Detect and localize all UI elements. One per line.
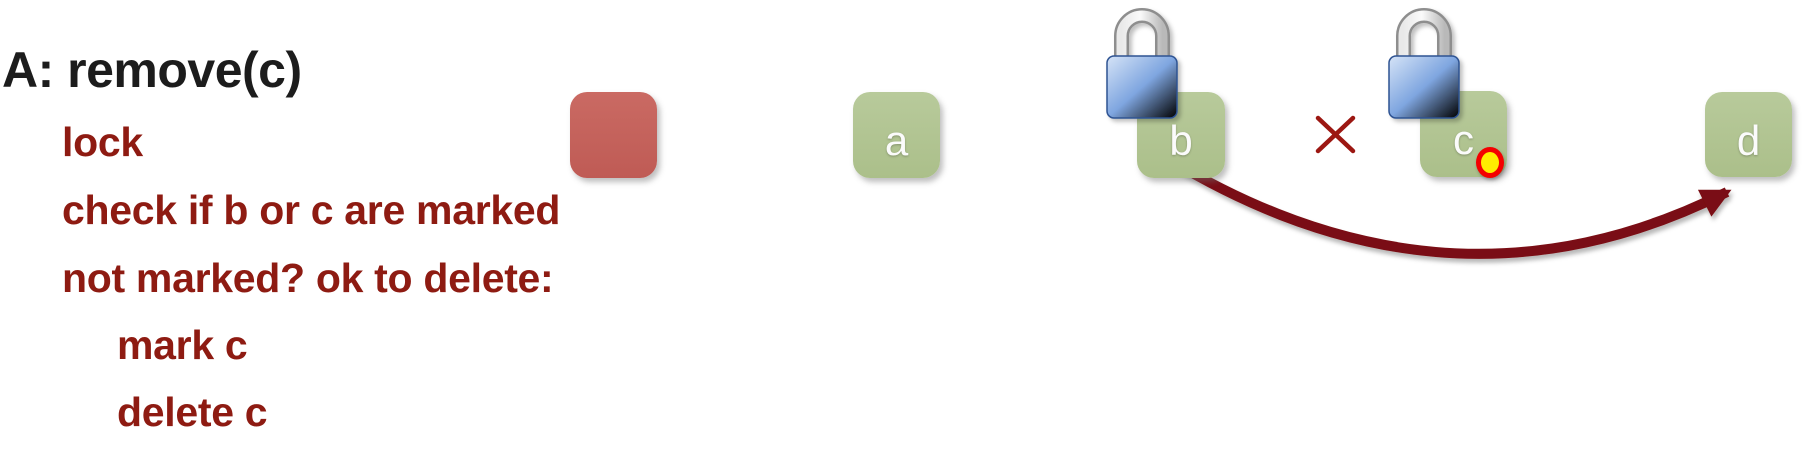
node-b: b [1137,92,1225,178]
step-not-marked: not marked? ok to delete: [62,255,554,301]
step-mark-c: mark c [117,322,248,368]
removal-cross-icon [1315,115,1356,154]
node-head [570,92,657,178]
step-check-marked: check if b or c are marked [62,187,561,233]
node-b-label: b [1169,117,1193,164]
operation-title: A: remove(c) [2,42,302,98]
node-d: d [1705,92,1792,177]
node-a-label: a [884,117,909,164]
marked-indicator-icon [1476,147,1504,178]
step-delete-c: delete c [117,389,268,435]
node-c-label: c [1453,116,1474,163]
node-d-label: d [1736,116,1761,164]
step-lock: lock [62,119,143,165]
node-a: a [853,92,940,178]
